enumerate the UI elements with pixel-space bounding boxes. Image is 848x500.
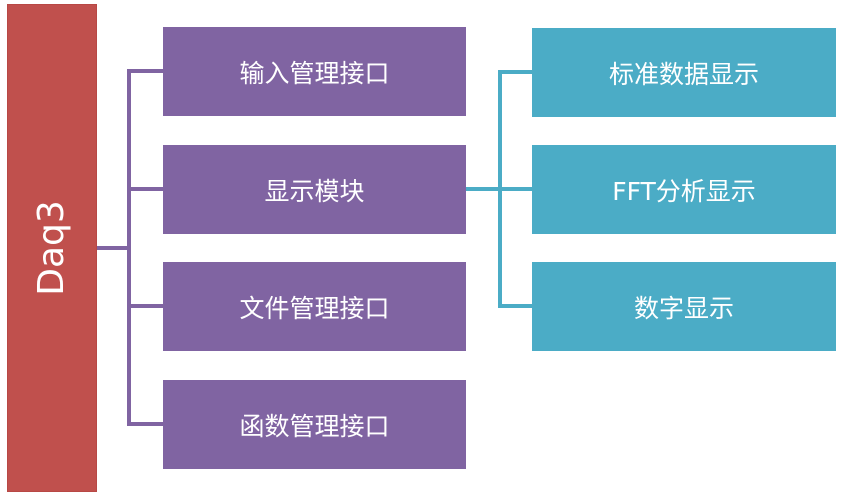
node-input-management: 输入管理接口 bbox=[163, 27, 466, 116]
node-display-module: 显示模块 bbox=[163, 145, 466, 234]
display-bracket bbox=[466, 70, 532, 308]
node-digital-display: 数字显示 bbox=[532, 262, 836, 351]
root-bracket bbox=[97, 69, 163, 426]
node-file-management: 文件管理接口 bbox=[163, 262, 466, 351]
node-function-management: 函数管理接口 bbox=[163, 380, 466, 469]
node-fft-analysis-display: FFT分析显示 bbox=[532, 145, 836, 234]
root-label: Daq3 bbox=[31, 200, 72, 296]
node-standard-data-display: 标准数据显示 bbox=[532, 28, 836, 117]
root-node bbox=[7, 4, 97, 492]
